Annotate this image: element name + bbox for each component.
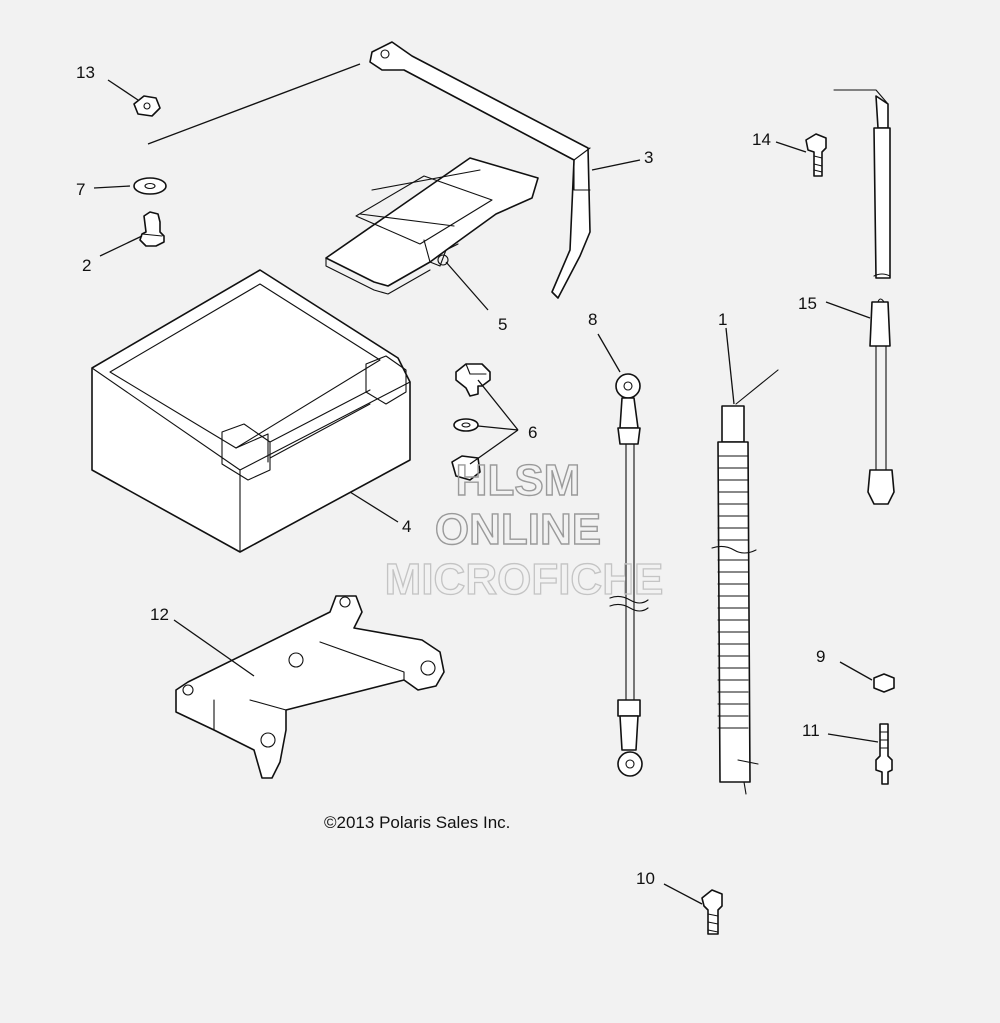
callout-15: 15 bbox=[798, 294, 817, 313]
positive-cable bbox=[711, 369, 779, 795]
watermark-line-3: MICROFICHE bbox=[385, 555, 664, 604]
stud-11 bbox=[875, 723, 893, 785]
watermark-line-2: ONLINE bbox=[435, 505, 601, 554]
bolt-14 bbox=[805, 133, 827, 177]
battery-cover bbox=[325, 157, 539, 295]
battery-tray bbox=[175, 595, 445, 779]
bolt-10 bbox=[701, 889, 723, 935]
callout-5: 5 bbox=[498, 315, 507, 334]
nut-9 bbox=[873, 673, 895, 693]
callout-12: 12 bbox=[150, 605, 169, 624]
callout-13: 13 bbox=[76, 63, 95, 82]
callout-7: 7 bbox=[76, 180, 85, 199]
nut-13 bbox=[133, 95, 161, 117]
washer-7 bbox=[133, 177, 167, 195]
callout-14: 14 bbox=[752, 130, 771, 149]
leader-lines bbox=[93, 63, 879, 905]
callout-6: 6 bbox=[528, 423, 537, 442]
callouts: 13 7 2 3 5 4 6 8 1 14 15 9 11 12 10 bbox=[76, 63, 825, 888]
callout-8: 8 bbox=[588, 310, 597, 329]
callout-10: 10 bbox=[636, 869, 655, 888]
callout-11: 11 bbox=[802, 721, 820, 740]
callout-1: 1 bbox=[718, 310, 727, 329]
callout-4: 4 bbox=[402, 517, 411, 536]
vent-tube-upper bbox=[833, 89, 891, 279]
callout-9: 9 bbox=[816, 647, 825, 666]
bolt-2 bbox=[139, 211, 165, 247]
vent-tube-lower bbox=[867, 298, 895, 505]
callout-2: 2 bbox=[82, 256, 91, 275]
ground-cable bbox=[609, 373, 649, 777]
watermark: HLSM ONLINE MICROFICHE bbox=[384, 455, 664, 604]
copyright-notice: ©2013 Polaris Sales Inc. bbox=[324, 813, 510, 832]
callout-3: 3 bbox=[644, 148, 653, 167]
watermark-line-1: HLSM bbox=[456, 456, 581, 505]
hold-down-strap bbox=[369, 41, 591, 299]
battery bbox=[91, 269, 411, 553]
